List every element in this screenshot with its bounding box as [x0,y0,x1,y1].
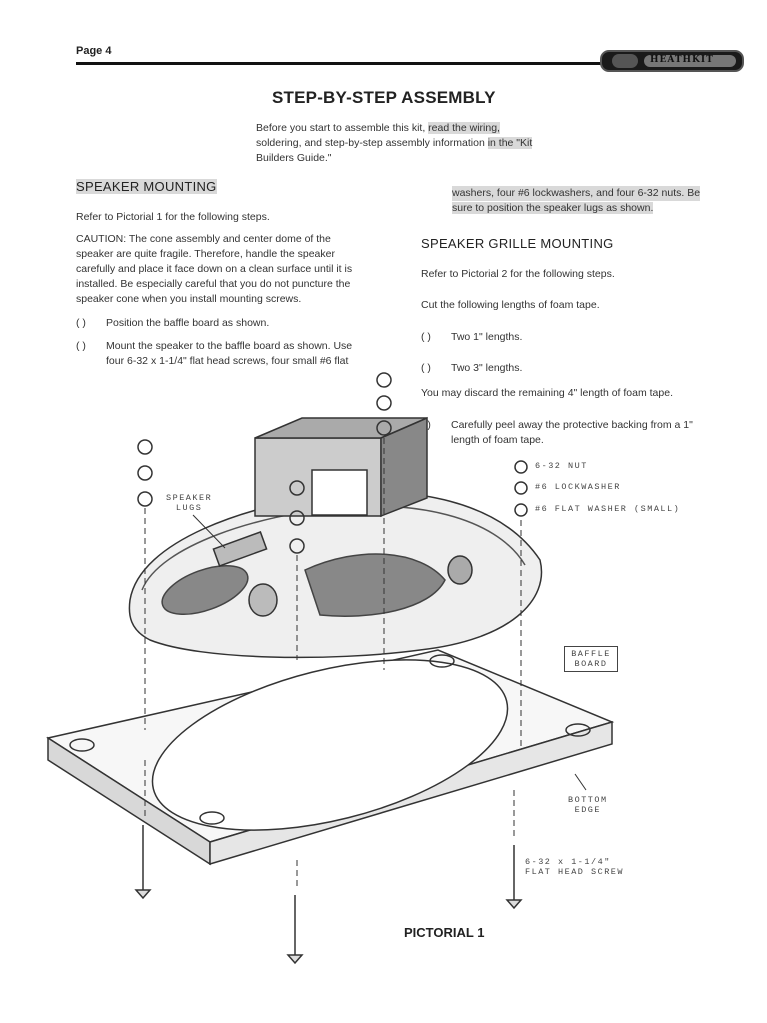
step-text: Two 1" lengths. [451,331,523,343]
step-checkbox[interactable]: ( ) [421,362,431,374]
heathkit-logo: HEATHKIT [600,50,744,72]
label-baffle-2: BOARD [574,659,608,669]
hardware-stacks [137,372,528,554]
label-baffle-1: BAFFLE [571,649,611,659]
step-checkbox[interactable]: ( ) [421,331,431,343]
right-cont-line2: sure to position the speaker lugs as sho… [452,202,654,214]
label-nut: 6-32 NUT [535,461,588,471]
caution-block: CAUTION: The cone assembly and center do… [76,232,396,307]
heathkit-logo-text: HEATHKIT [650,55,714,65]
right-cont-line1: washers, four #6 lockwashers, and four 6… [452,186,701,201]
speaker-mounting-heading: SPEAKER MOUNTING [76,179,217,194]
intro-paragraph: Before you start to assemble this kit, r… [256,121,586,166]
step-text-cont: four 6-32 x 1-1/4" flat head screws, fou… [106,355,349,367]
screws [134,825,523,965]
intro-line2-hl: in the "Kit [487,137,533,149]
step-text: Carefully peel away the protective backi… [451,419,693,431]
step-text: Mount the speaker to the baffle board as… [106,340,353,352]
step-checkbox[interactable]: ( ) [76,317,86,329]
figure-caption: PICTORIAL 1 [404,925,485,940]
intro-line3: Builders Guide." [256,152,332,164]
speaker [128,416,543,659]
label-speaker-lugs: SPEAKER LUGS [166,493,212,513]
right-refer: Refer to Pictorial 2 for the following s… [421,268,615,280]
step-checkbox[interactable]: ( ) [76,340,86,352]
right-cut: Cut the following lengths of foam tape. [421,299,600,311]
label-bottom-1: BOTTOM [568,795,608,805]
caution-line: speaker cone when you install mounting s… [76,293,302,305]
heathkit-logo-emblem [612,54,638,68]
label-bottom-edge: BOTTOM EDGE [568,795,608,815]
label-screw-1: 6-32 x 1-1/4" [525,857,611,867]
caution-line: installed. Be especially careful that yo… [76,278,351,290]
left-step-1: ( ) Position the baffle board as shown. [76,316,269,331]
right-continuation: washers, four #6 lockwashers, and four 6… [452,186,747,216]
step-text: Two 3" lengths. [451,362,523,374]
caution-line: CAUTION: The cone assembly and center do… [76,233,331,245]
right-step-1: ( ) Two 1" lengths. [421,330,522,345]
left-refer: Refer to Pictorial 1 for the following s… [76,211,270,223]
right-step-2: ( ) Two 3" lengths. [421,361,522,376]
intro-line1: Before you start to assemble this kit, [256,122,426,134]
right-step-3: ( )Carefully peel away the protective ba… [421,418,743,448]
label-bottom-2: EDGE [574,805,601,815]
caution-line: carefully and place it face down on a cl… [76,263,353,275]
intro-line2: soldering, and step-by-step assembly inf… [256,137,485,149]
step-text-cont: length of foam tape. [451,434,544,446]
label-speaker-lugs-2: LUGS [175,503,203,513]
header-rule [76,62,604,65]
label-speaker-lugs-1: SPEAKER [166,493,213,503]
left-step-2: ( ) Mount the speaker to the baffle board… [76,339,396,369]
step-text: Position the baffle board as shown. [106,317,270,329]
label-lockwasher: #6 LOCKWASHER [535,482,621,492]
guide-lines [144,438,522,890]
caution-line: speaker are quite fragile. Therefore, ha… [76,248,335,260]
heathkit-logo-inner [644,55,736,67]
baffle-board [46,649,615,866]
right-discard: You may discard the remaining 4" length … [421,387,673,399]
page-title: STEP-BY-STEP ASSEMBLY [272,88,496,107]
page-number: Page 4 [76,45,112,57]
intro-line1-hl: read the wiring, [428,122,500,134]
label-baffle-board: BAFFLE BOARD [564,646,618,672]
speaker-grille-heading: SPEAKER GRILLE MOUNTING [421,236,614,251]
label-screw-2: FLAT HEAD SCREW [525,867,625,877]
label-flatwasher: #6 FLAT WASHER (SMALL) [535,504,681,514]
label-screw: 6-32 x 1-1/4" FLAT HEAD SCREW [525,857,624,877]
